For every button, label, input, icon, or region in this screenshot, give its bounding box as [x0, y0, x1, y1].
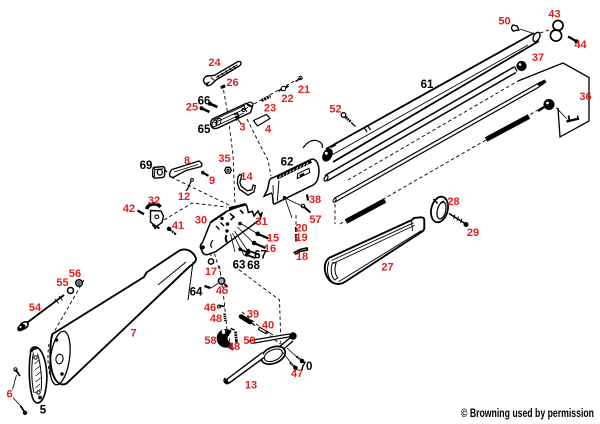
svg-text:26: 26	[226, 77, 238, 89]
svg-text:41: 41	[172, 220, 184, 232]
svg-text:14: 14	[240, 171, 253, 183]
svg-text:32: 32	[148, 195, 160, 207]
svg-text:15: 15	[267, 233, 279, 245]
svg-text:19: 19	[295, 232, 307, 244]
svg-text:13: 13	[245, 380, 257, 392]
svg-text:65: 65	[198, 124, 211, 136]
svg-text:50: 50	[498, 16, 510, 28]
svg-text:28: 28	[447, 196, 459, 208]
svg-text:64: 64	[190, 287, 203, 299]
svg-text:45: 45	[216, 285, 228, 297]
svg-text:24: 24	[208, 57, 221, 69]
svg-text:44: 44	[574, 39, 587, 51]
svg-text:68: 68	[247, 260, 260, 272]
svg-text:48: 48	[210, 313, 222, 325]
svg-text:63: 63	[233, 260, 246, 272]
svg-text:59: 59	[243, 335, 255, 347]
svg-text:42: 42	[123, 203, 135, 215]
svg-text:5: 5	[40, 405, 47, 417]
svg-text:35: 35	[218, 153, 230, 165]
svg-text:62: 62	[281, 157, 294, 169]
svg-text:4: 4	[265, 124, 272, 136]
svg-text:56: 56	[69, 268, 81, 280]
svg-text:46: 46	[204, 302, 216, 314]
svg-text:38: 38	[309, 194, 321, 206]
svg-text:16: 16	[264, 243, 276, 255]
svg-text:37: 37	[532, 52, 544, 64]
svg-text:52: 52	[329, 104, 341, 116]
svg-text:30: 30	[195, 215, 207, 227]
svg-text:25: 25	[186, 102, 198, 114]
svg-text:7: 7	[130, 328, 136, 340]
svg-text:47: 47	[291, 368, 303, 380]
svg-text:36: 36	[579, 91, 591, 103]
svg-text:23: 23	[264, 103, 276, 115]
svg-text:3: 3	[239, 122, 245, 134]
svg-text:27: 27	[381, 262, 393, 274]
svg-text:40: 40	[262, 320, 274, 332]
svg-text:© Browning used by permission: © Browning used by permission	[461, 406, 594, 420]
svg-text:70: 70	[300, 361, 313, 373]
svg-text:6: 6	[6, 389, 12, 401]
svg-text:8: 8	[184, 155, 190, 167]
svg-text:20: 20	[295, 223, 307, 235]
svg-text:48: 48	[228, 341, 240, 353]
svg-text:69: 69	[140, 160, 153, 172]
svg-text:17: 17	[205, 266, 217, 278]
svg-text:66: 66	[198, 96, 211, 108]
svg-text:58: 58	[204, 335, 216, 347]
svg-text:22: 22	[281, 93, 293, 105]
svg-text:55: 55	[56, 277, 68, 289]
svg-text:21: 21	[298, 84, 310, 96]
svg-text:43: 43	[548, 9, 560, 21]
svg-text:18: 18	[296, 251, 308, 263]
svg-text:57: 57	[309, 214, 321, 226]
svg-text:54: 54	[29, 302, 42, 314]
svg-text:31: 31	[255, 216, 267, 228]
svg-text:29: 29	[467, 227, 479, 239]
svg-text:61: 61	[421, 79, 434, 91]
svg-text:39: 39	[247, 309, 259, 321]
svg-text:67: 67	[254, 250, 267, 262]
svg-text:12: 12	[178, 191, 190, 203]
svg-text:9: 9	[209, 175, 215, 187]
